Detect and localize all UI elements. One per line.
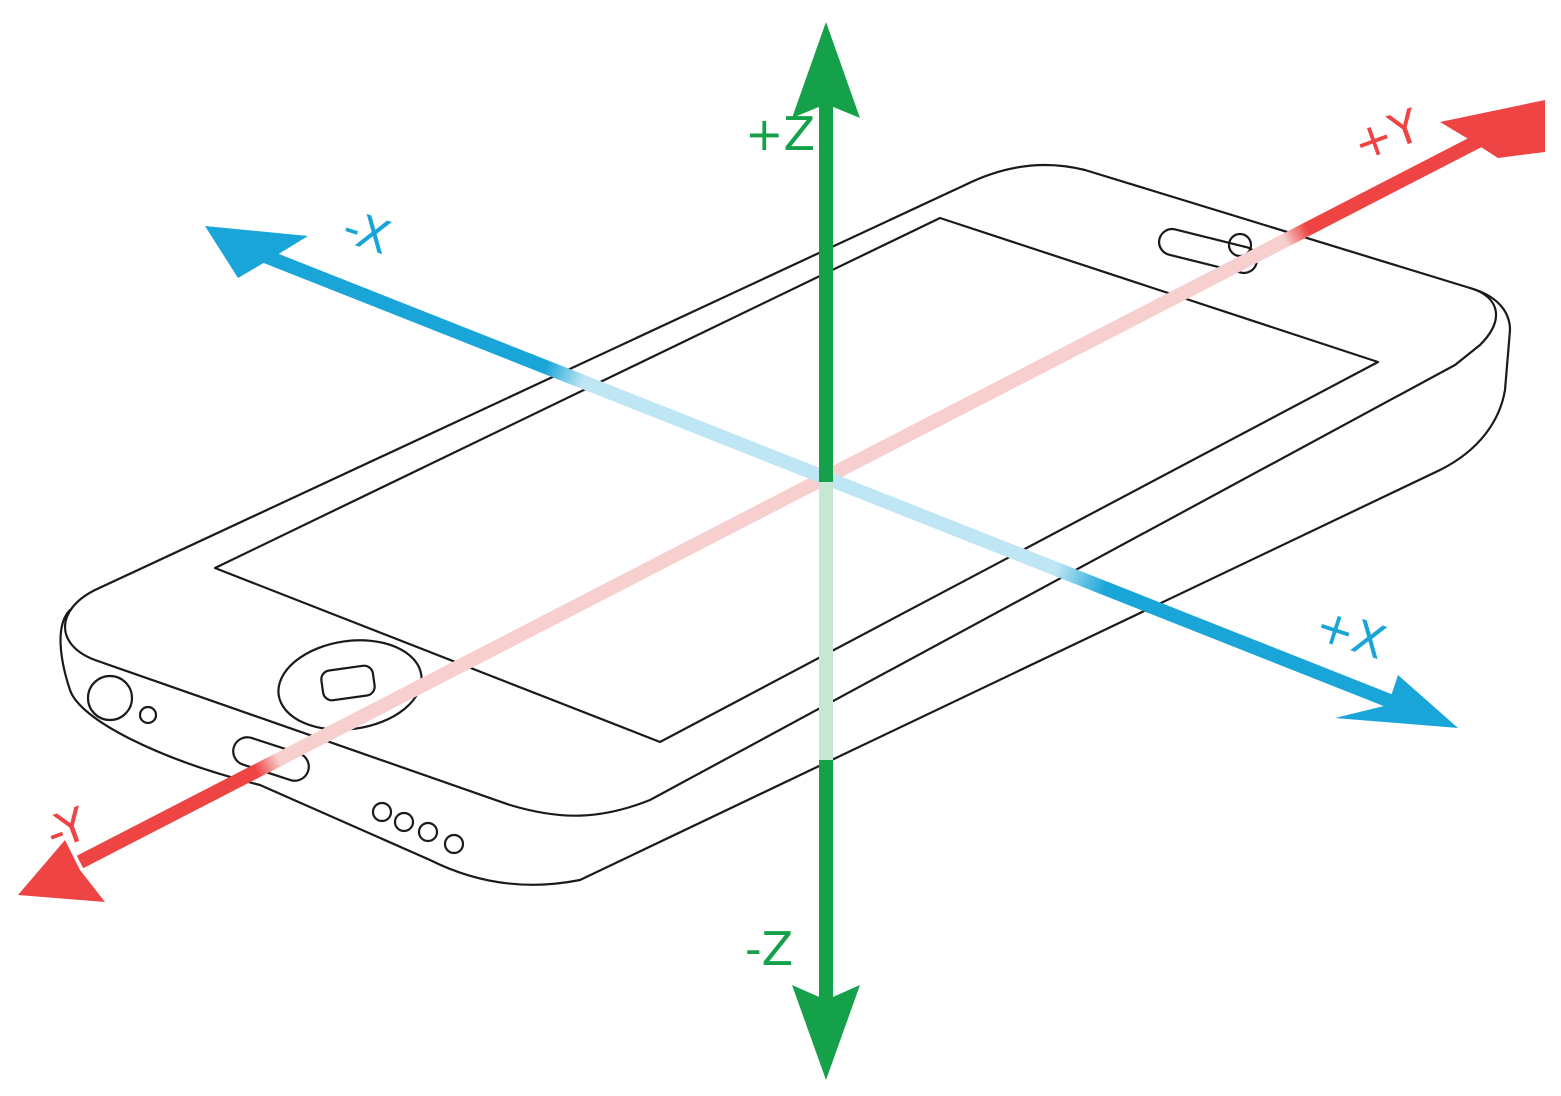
speaker-hole [371, 801, 393, 823]
microphone-hole [138, 705, 158, 725]
x-axis-neg-label: -X [337, 200, 397, 266]
y-axis: +Y -Y [18, 98, 1545, 902]
x-axis-neg-arrowhead [205, 226, 308, 278]
phone-screen [213, 216, 1380, 744]
x-axis-pos-arrowhead [1335, 675, 1458, 728]
z-axis-neg-label: -Z [745, 922, 793, 976]
y-axis-pos-arrowhead [1440, 100, 1545, 158]
y-axis-pos-label: +Y [1346, 98, 1428, 172]
z-axis: +Z -Z [745, 22, 860, 1080]
phone-top-face [63, 163, 1498, 817]
home-button [277, 639, 423, 731]
speaker-hole [443, 833, 465, 855]
speaker-hole [417, 821, 439, 843]
x-axis-pos-label: +X [1309, 597, 1392, 670]
y-axis-line [76, 133, 1484, 869]
z-axis-pos-label: +Z [745, 107, 815, 161]
headphone-jack [86, 674, 134, 722]
speaker-hole [393, 811, 415, 833]
phone-device [59, 163, 1512, 886]
home-button-square [320, 664, 376, 702]
z-axis-pos-arrowhead [792, 22, 860, 118]
phone-side-edge [59, 286, 1512, 886]
z-axis-neg-arrowhead [792, 985, 860, 1080]
y-axis-neg-arrowhead [18, 840, 105, 902]
